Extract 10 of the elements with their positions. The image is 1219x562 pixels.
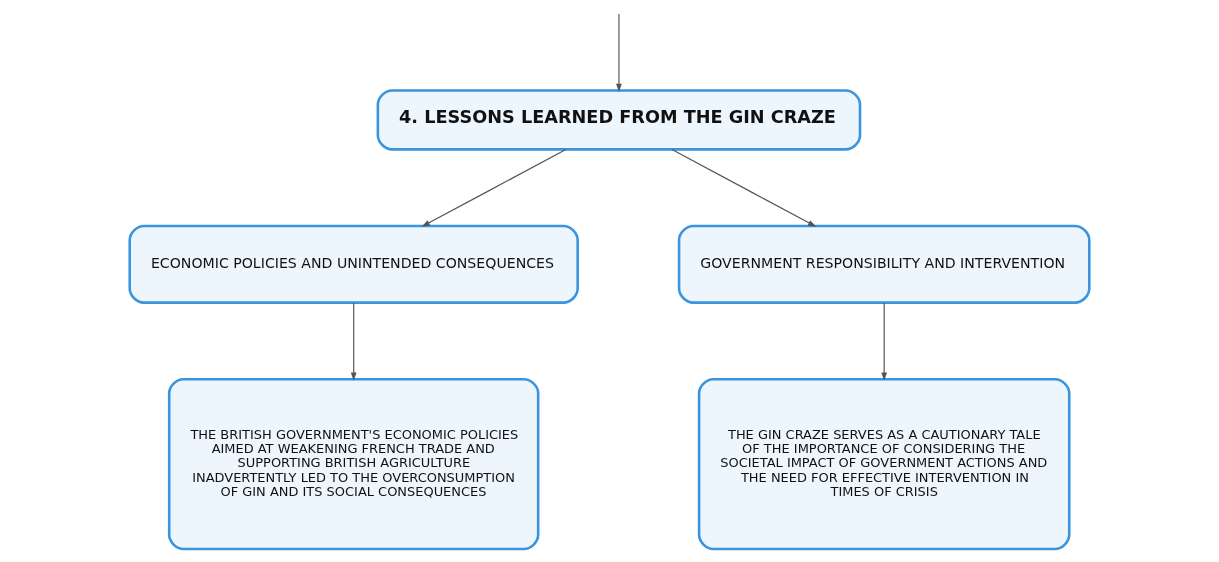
node-box: THE GIN CRAZE SERVES AS A CAUTIONARY TALE OF THE IMPORTANCE OF CONSIDERING THE SOCIETAL IMPACT OF GOVERNMENT ACTIONS AND THE NEED FOR EFFECTIVE INTERVENTION IN TIMES OF CRISIS (697, 377, 1071, 551)
node-box: ECONOMIC POLICIES AND UNINTENDED CONSEQUENCES (128, 224, 579, 304)
node-box: GOVERNMENT RESPONSIBILITY AND INTERVENTION (677, 224, 1091, 304)
arrow (421, 148, 567, 227)
node-box: THE BRITISH GOVERNMENT'S ECONOMIC POLICIES AIMED AT WEAKENING FRENCH TRADE AND SUPPORTING BRITISH AGRICULTURE INADVERTENTLY LED TO THE OVERCONSUMPTION OF GIN AND ITS SOCIAL CONSEQUENCES (167, 377, 540, 551)
node-box: 4. LESSONS LEARNED FROM THE GIN CRAZE (376, 89, 862, 151)
arrow (616, 13, 622, 93)
arrow (881, 302, 888, 381)
arrow (671, 148, 817, 227)
arrow (350, 302, 357, 381)
